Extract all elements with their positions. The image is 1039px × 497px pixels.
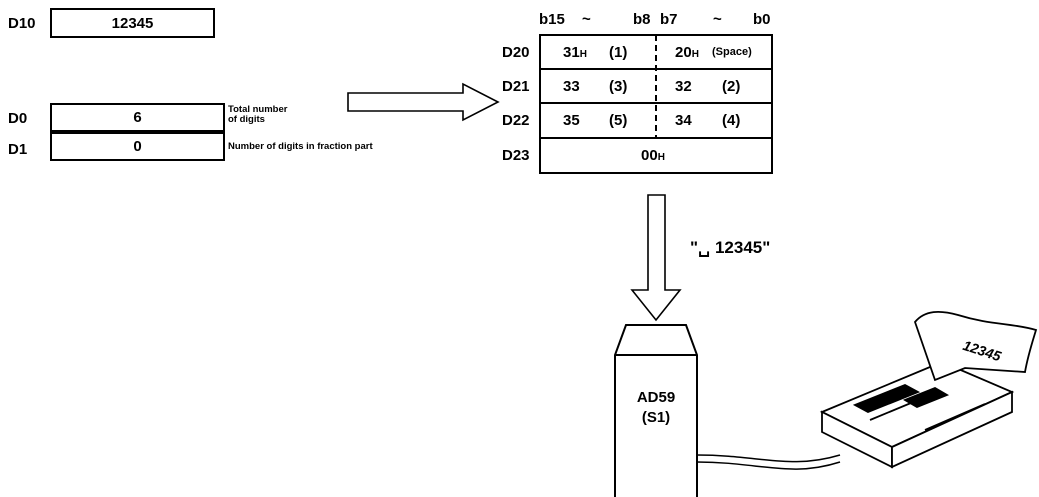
header-b15: b15 [539, 11, 565, 28]
printer-cable [697, 462, 840, 469]
d20-low-hex-suffix: H [692, 49, 699, 60]
header-tilde-2: ~ [713, 11, 722, 28]
printer-cable [697, 455, 840, 462]
d21-high-hex: 33 [563, 78, 580, 95]
d22-high-label: (5) [609, 112, 627, 129]
d21-low-label: (2) [722, 78, 740, 95]
output-arrow [632, 195, 680, 320]
ad59-label-line2: (S1) [615, 408, 697, 428]
d22-low-label: (4) [722, 112, 740, 129]
d23-value: 00H [641, 147, 665, 164]
d20-high-hex: 31H [563, 44, 587, 61]
d22-high-hex: 35 [563, 112, 580, 129]
register-label-d22: D22 [502, 112, 530, 129]
d22-low-hex: 34 [675, 112, 692, 129]
d21-high-label: (3) [609, 78, 627, 95]
d21-low-hex: 32 [675, 78, 692, 95]
printer-icon [822, 312, 1036, 467]
d23-value-suffix: H [658, 152, 665, 163]
d20-low-hex-value: 20 [675, 44, 692, 61]
d20-high-hex-suffix: H [580, 49, 587, 60]
d20-high-hex-value: 31 [563, 44, 580, 61]
conversion-arrow [348, 84, 498, 120]
d20-high-label: (1) [609, 44, 627, 61]
header-tilde-1: ~ [582, 11, 591, 28]
d20-low-hex: 20H [675, 44, 699, 61]
d20-low-label: (Space) [712, 44, 752, 61]
output-string: "␣ 12345" [690, 238, 770, 258]
header-b7: b7 [660, 11, 678, 28]
ad59-label: AD59 (S1) [615, 388, 697, 428]
header-b8: b8 [633, 11, 651, 28]
register-label-d23: D23 [502, 147, 530, 164]
register-label-d21: D21 [502, 78, 530, 95]
ad59-label-line1: AD59 [615, 388, 697, 408]
d23-value-text: 00 [641, 147, 658, 164]
register-label-d20: D20 [502, 44, 530, 61]
header-b0: b0 [753, 11, 771, 28]
